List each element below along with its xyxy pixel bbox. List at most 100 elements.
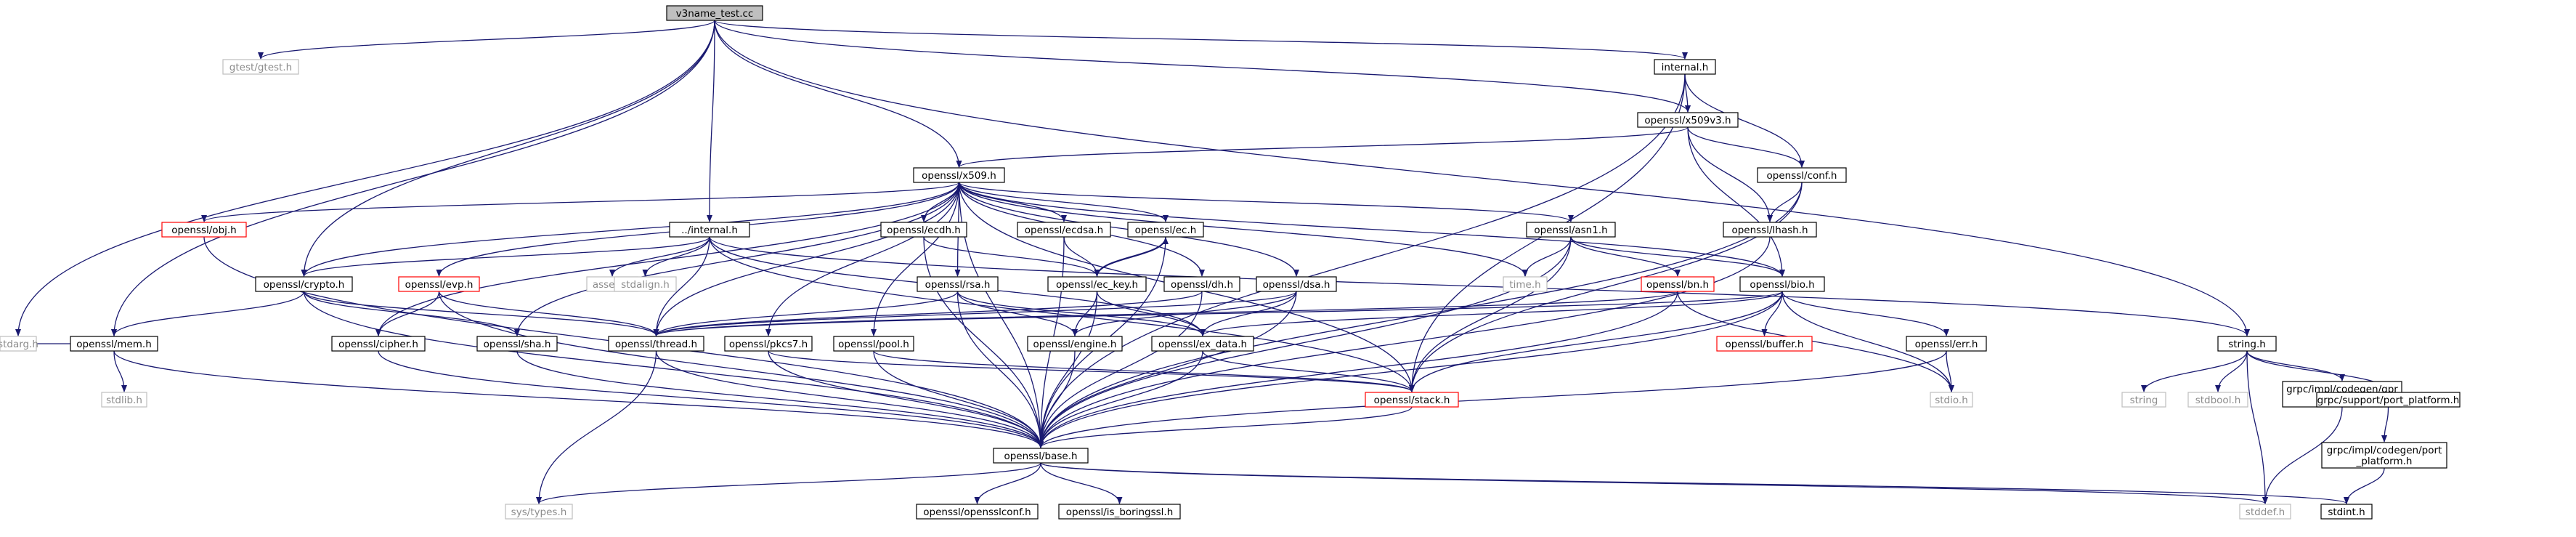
edge-root-to-internalh (714, 20, 1688, 60)
node-opensslconf[interactable]: openssl/opensslconf.h (916, 504, 1039, 520)
edge-crypto-to-mem (111, 291, 305, 336)
node-bio[interactable]: openssl/bio.h (1739, 276, 1825, 292)
node-crypto[interactable]: openssl/crypto.h (255, 276, 353, 292)
node-conf[interactable]: openssl/conf.h (1757, 167, 1847, 183)
edge-exdata-to-base (1038, 350, 1203, 448)
node-label-x509: openssl/x509.h (922, 170, 996, 182)
edge-x509-to-crypto (301, 182, 960, 277)
node-lhash[interactable]: openssl/lhash.h (1723, 222, 1817, 238)
node-box-rsa (917, 276, 999, 292)
edge-dotinternal-to-thread (653, 236, 710, 336)
node-cipher[interactable]: openssl/cipher.h (331, 336, 426, 352)
edge-x509-to-time (958, 182, 1528, 277)
node-ecdsa[interactable]: openssl/ecdsa.h (1017, 222, 1111, 238)
node-gtest: gtest/gtest.h (222, 59, 299, 75)
node-dotinternal[interactable]: ../internal.h (669, 222, 750, 238)
node-label-bio: openssl/bio.h (1750, 279, 1814, 291)
edge-root-to-gtest (258, 20, 715, 60)
node-box-x509 (913, 167, 1005, 183)
node-evp[interactable]: openssl/evp.h (398, 276, 480, 292)
edge-bio-to-exdata (1200, 291, 1783, 336)
edge-dsa-to-base (1038, 291, 1297, 448)
node-stack[interactable]: openssl/stack.h (1365, 392, 1459, 408)
edge-root-to-x509 (714, 20, 962, 168)
edge-rsa-to-exdata (956, 291, 1206, 336)
edge-thread-to-systypes (536, 350, 657, 504)
edge-eckey-to-base (1038, 291, 1098, 448)
node-box-eckey (1047, 276, 1147, 292)
node-x509[interactable]: openssl/x509.h (913, 167, 1005, 183)
node-err[interactable]: openssl/err.h (1906, 336, 1987, 352)
node-pkcs7[interactable]: openssl/pkcs7.h (724, 336, 813, 352)
node-box-pkcs7 (724, 336, 813, 352)
edge-pool-to-base (873, 350, 1044, 448)
node-mem[interactable]: openssl/mem.h (70, 336, 158, 352)
edge-rsa-to-engine (956, 291, 1078, 336)
node-label-asn1: openssl/asn1.h (1534, 225, 1607, 236)
node-exdata[interactable]: openssl/ex_data.h (1151, 336, 1254, 352)
edge-stringh-to-stdbool (2215, 350, 2248, 392)
node-box-dotinternal (669, 222, 750, 238)
node-base[interactable]: openssl/base.h (993, 448, 1089, 464)
node-sha[interactable]: openssl/sha.h (476, 336, 558, 352)
node-root[interactable]: v3name_test.cc (666, 5, 763, 21)
node-obj[interactable]: openssl/obj.h (161, 222, 247, 238)
node-buffer[interactable]: openssl/buffer.h (1716, 336, 1813, 352)
node-stdint[interactable]: stdint.h (2320, 504, 2373, 520)
node-box-stack (1365, 392, 1459, 408)
node-asn1[interactable]: openssl/asn1.h (1526, 222, 1616, 238)
node-dsa[interactable]: openssl/dsa.h (1256, 276, 1337, 292)
node-internalh[interactable]: internal.h (1654, 59, 1716, 75)
node-label-bn: openssl/bn.h (1646, 279, 1709, 291)
node-label-cipher: openssl/cipher.h (338, 339, 418, 350)
node-label-pool: openssl/pool.h (838, 339, 909, 350)
edge-base-to-stdint (1040, 462, 2349, 504)
edge-asn1-to-bio (1570, 236, 1785, 277)
node-box-stddef (2239, 504, 2291, 520)
node-stddef: stddef.h (2239, 504, 2291, 520)
node-isboringssl[interactable]: openssl/is_boringssl.h (1058, 504, 1181, 520)
edge-x509-to-ecdh (921, 182, 960, 222)
node-x509v3[interactable]: openssl/x509v3.h (1637, 112, 1739, 128)
node-box-stdbool (2187, 392, 2248, 408)
edge-pkcs7-to-stack (768, 350, 1415, 392)
edge-x509-to-obj (201, 182, 960, 222)
edge-bio-to-stack (1409, 291, 1783, 392)
node-label-sha: openssl/sha.h (484, 339, 551, 350)
node-engine[interactable]: openssl/engine.h (1027, 336, 1123, 352)
node-label-dsa: openssl/dsa.h (1263, 279, 1330, 291)
node-box-root (666, 5, 763, 21)
node-label-stdio: stdio.h (1935, 395, 1968, 406)
edge-dsa-to-thread (653, 291, 1297, 336)
node-pool[interactable]: openssl/pool.h (833, 336, 914, 352)
edge-cipher-to-base (378, 350, 1044, 448)
node-label-base: openssl/base.h (1004, 451, 1077, 462)
node-box-crypto (255, 276, 353, 292)
node-stringh[interactable]: string.h (2217, 336, 2277, 352)
edge-err-to-stdio (1946, 350, 1954, 392)
node-box-thread (608, 336, 704, 352)
edge-thread-to-base (655, 350, 1044, 448)
edge-dotinternal-to-stdalign (642, 236, 710, 277)
node-label-crypto: openssl/crypto.h (264, 279, 345, 291)
node-rsa[interactable]: openssl/rsa.h (917, 276, 999, 292)
node-box-base (993, 448, 1089, 464)
edge-bn-to-stdio (1677, 291, 1954, 392)
node-dh[interactable]: openssl/dh.h (1163, 276, 1240, 292)
edge-x509v3-to-bio (1687, 126, 1785, 277)
node-thread[interactable]: openssl/thread.h (608, 336, 704, 352)
node-cgportplat[interactable]: grpc/impl/codegen/port_platform.h (2321, 442, 2447, 469)
node-portplat[interactable]: grpc/support/port_platform.h (2316, 392, 2461, 408)
node-label-isboringssl: openssl/is_boringssl.h (1066, 506, 1174, 518)
node-bn[interactable]: openssl/bn.h (1641, 276, 1715, 292)
node-ecdh[interactable]: openssl/ecdh.h (880, 222, 967, 238)
node-box-conf (1757, 167, 1847, 183)
node-label-engine: openssl/engine.h (1033, 339, 1117, 350)
edge-x509-to-ecdsa (958, 182, 1067, 222)
node-ec[interactable]: openssl/ec.h (1127, 222, 1204, 238)
node-label-internalh: internal.h (1662, 62, 1709, 73)
node-label-lhash: openssl/lhash.h (1731, 225, 1808, 236)
edge-bn-to-base (1038, 291, 1678, 448)
edge-x509v3-to-lhash (1687, 126, 1773, 222)
node-eckey[interactable]: openssl/ec_key.h (1047, 276, 1147, 292)
